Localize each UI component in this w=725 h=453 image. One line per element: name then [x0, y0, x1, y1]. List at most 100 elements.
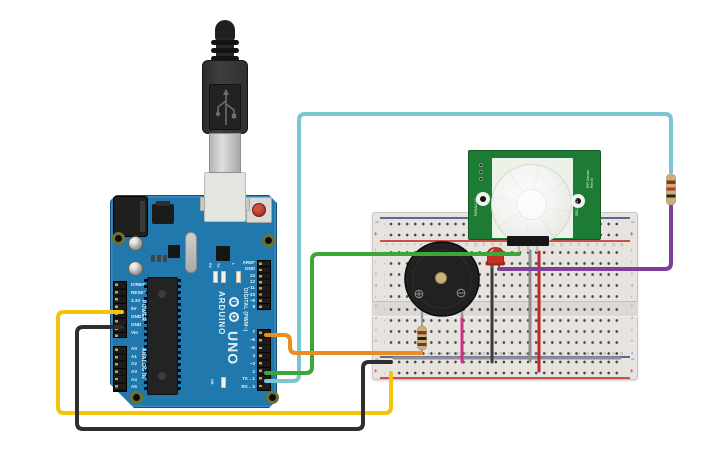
- rail-plus-label: +: [630, 369, 634, 375]
- pir-name-line2: Rev B: [590, 178, 595, 188]
- mount-hole: [262, 234, 275, 247]
- pin-label: GND: [244, 266, 255, 272]
- column-number: 3: [398, 243, 403, 246]
- usb-plug-metal: [209, 133, 241, 173]
- pir-part-number: 555-28027: [575, 198, 579, 216]
- column-number: 11: [455, 351, 460, 356]
- resistor-right[interactable]: [666, 173, 676, 206]
- arduino-logo-plus-circle: +: [229, 312, 239, 322]
- row-letter: h: [375, 270, 378, 276]
- pin-label: ~11: [247, 285, 255, 291]
- usb-cable-rib: [211, 40, 239, 45]
- row-letter: g: [631, 282, 634, 288]
- column-number: 29: [611, 242, 616, 247]
- row-letter: b: [375, 338, 378, 344]
- column-number: 13: [472, 351, 477, 356]
- pir-dome-lens: [491, 164, 572, 245]
- pin-label: ~3: [249, 360, 255, 366]
- breadboard-rail-holes: [384, 370, 621, 376]
- row-letter: f: [631, 294, 633, 299]
- breadboard-top-block-holes: [384, 247, 621, 302]
- reset-button[interactable]: [252, 203, 266, 217]
- usb-logo-panel: [209, 84, 241, 130]
- smd-part: [157, 255, 161, 262]
- usb-cable-rib: [211, 48, 239, 53]
- column-number: 2: [391, 352, 396, 355]
- pin-label: ~9: [249, 298, 255, 304]
- column-number: 21: [541, 351, 546, 356]
- power-jack: [113, 196, 148, 237]
- row-letter: j: [631, 247, 632, 252]
- column-number: 1: [384, 243, 389, 246]
- column-number: 27: [593, 351, 598, 356]
- tx-led-label: TX: [216, 263, 220, 268]
- l-led-label: L: [231, 263, 235, 266]
- column-number: 20: [533, 351, 538, 356]
- pin-label: 5V: [131, 306, 137, 312]
- column-number: 17: [507, 351, 512, 356]
- pin-label: ~5: [249, 344, 255, 350]
- column-number: 28: [602, 242, 607, 247]
- digital-header-bottom[interactable]: [257, 329, 271, 391]
- column-number: 16: [498, 351, 503, 356]
- pin-label: 3.3V: [131, 298, 141, 304]
- resistor-body[interactable]: [666, 173, 676, 206]
- usb-cable[interactable]: [215, 20, 235, 42]
- column-number: 4: [405, 352, 410, 355]
- pin-label: Vin: [131, 330, 139, 336]
- resistor-band: [666, 180, 676, 184]
- row-letter: h: [631, 270, 634, 276]
- resistor-band: [666, 194, 676, 198]
- rail-plus-label: +: [374, 232, 378, 238]
- pin-label: RX←0: [241, 384, 255, 390]
- row-letter: i: [631, 258, 632, 264]
- row-letter: e: [375, 303, 378, 308]
- column-number: 14: [481, 351, 486, 356]
- pin-label: GND: [131, 322, 142, 328]
- rail-minus-label: −: [631, 220, 635, 226]
- usb-socket-tab: [200, 197, 205, 211]
- logo-minus: −: [231, 298, 237, 306]
- voltage-regulator: [152, 201, 174, 224]
- column-number: 22: [550, 242, 555, 247]
- column-number: 11: [455, 242, 460, 247]
- column-number: 30: [619, 351, 624, 356]
- column-number: 12: [464, 351, 469, 356]
- usb-trident-icon: [215, 89, 237, 125]
- digital-group-label: DIGITAL (PWM~): [242, 288, 248, 332]
- ic-dimple: [158, 290, 166, 298]
- arduino-logo-minus-circle: −: [229, 297, 239, 307]
- pin-label: 8: [252, 304, 255, 310]
- rail-minus-label: −: [631, 357, 635, 363]
- pir-brand-label: PARALLAX: [474, 197, 478, 216]
- column-number: 2: [391, 243, 396, 246]
- column-number: 18: [516, 242, 521, 247]
- rail-plus-label: +: [630, 232, 634, 238]
- column-number: 27: [593, 242, 598, 247]
- column-number: 10: [447, 351, 452, 356]
- column-number: 26: [585, 242, 590, 247]
- pin-label: AREF: [242, 260, 255, 265]
- row-letter: g: [375, 282, 378, 288]
- usb-interface-chip: [168, 245, 180, 258]
- column-number: 25: [576, 351, 581, 356]
- pir-jumper-pad: [479, 170, 483, 174]
- row-letter: f: [375, 294, 377, 299]
- column-number: 29: [611, 351, 616, 356]
- smd-part: [163, 255, 167, 262]
- pin-label: 13: [249, 272, 255, 278]
- analog-header[interactable]: [113, 346, 127, 392]
- digital-header-top[interactable]: [257, 260, 271, 310]
- mount-hole: [266, 391, 279, 404]
- power-header[interactable]: [113, 281, 127, 338]
- column-number: 14: [481, 242, 486, 247]
- column-number: 4: [405, 243, 410, 246]
- rail-plus-label: +: [374, 369, 378, 375]
- resistor-band: [666, 187, 676, 191]
- column-number: 9: [439, 243, 444, 246]
